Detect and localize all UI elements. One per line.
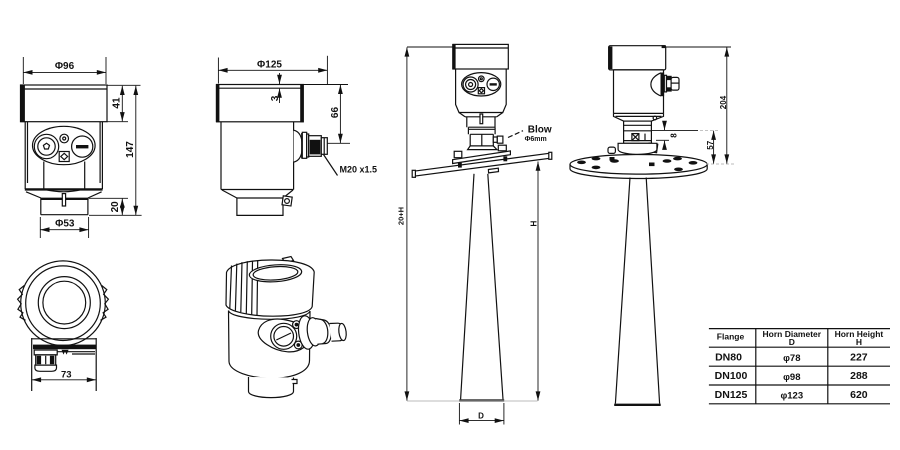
svg-text:288: 288 [850,370,868,382]
svg-text:Φ125: Φ125 [257,59,282,70]
svg-text:Flange: Flange [717,332,745,342]
svg-text:57: 57 [706,140,715,149]
svg-text:227: 227 [850,351,868,363]
svg-text:M20 x1.5: M20 x1.5 [340,165,378,175]
svg-text:73: 73 [61,369,72,380]
svg-text:Horn Diameter: Horn Diameter [763,329,822,339]
svg-text:D: D [789,337,795,347]
svg-text:20+H: 20+H [397,207,406,225]
svg-text:620: 620 [850,389,868,401]
svg-text:8: 8 [670,133,679,138]
svg-text:Horn Height: Horn Height [835,329,884,339]
svg-text:66: 66 [330,107,341,119]
svg-text:φ123: φ123 [780,391,803,402]
svg-text:20: 20 [110,201,121,213]
svg-text:Φ96: Φ96 [55,61,75,72]
svg-text:DN125: DN125 [715,389,748,401]
svg-text:3: 3 [270,95,281,101]
svg-text:Φ6mm: Φ6mm [525,136,547,143]
svg-text:φ98: φ98 [783,372,800,383]
svg-text:Φ53: Φ53 [55,218,75,229]
svg-text:41: 41 [112,97,123,109]
svg-text:DN100: DN100 [715,370,748,382]
svg-text:204: 204 [719,95,728,109]
svg-text:147: 147 [125,141,136,158]
svg-text:φ78: φ78 [783,353,800,364]
svg-text:Blow: Blow [528,125,552,136]
svg-text:H: H [529,220,538,226]
svg-text:D: D [478,411,484,420]
svg-text:H: H [856,337,862,347]
svg-text:DN80: DN80 [715,351,742,363]
